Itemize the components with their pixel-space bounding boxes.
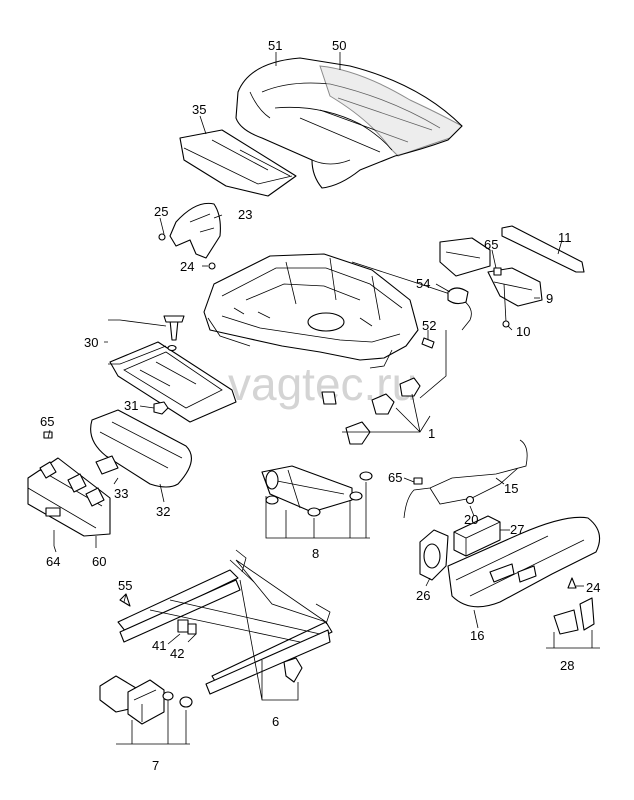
callout-64: 64: [46, 554, 60, 569]
part-screw-20: [465, 495, 475, 505]
part-cushion-pad: [179, 129, 297, 197]
callout-51: 51: [268, 38, 282, 53]
part-knobs-28: [553, 597, 595, 635]
callout-54: 54: [416, 276, 430, 291]
part-control-unit-27: [453, 515, 501, 557]
callout-30: 30: [84, 335, 98, 350]
callout-10: 10: [516, 324, 530, 339]
part-clips-1: [321, 377, 421, 445]
callout-32: 32: [156, 504, 170, 519]
callout-24-top: 24: [180, 259, 194, 274]
part-bracket-8: [261, 465, 373, 517]
callout-52: 52: [422, 318, 436, 333]
part-motor-26: [419, 529, 449, 581]
callout-1: 1: [428, 426, 435, 441]
callout-33: 33: [114, 486, 128, 501]
callout-15: 15: [504, 481, 518, 496]
part-front-trim-32: [90, 409, 192, 488]
part-screw-24b: [567, 577, 577, 589]
leader-lines: [47, 52, 600, 745]
part-clip-33: [95, 455, 119, 475]
part-side-trim: [158, 202, 221, 270]
part-rail-cover-11: [501, 225, 585, 273]
callout-50: 50: [332, 38, 346, 53]
callout-55: 55: [118, 578, 132, 593]
callout-16: 16: [470, 628, 484, 643]
callout-25: 25: [154, 204, 168, 219]
part-side-cover-16: [447, 516, 601, 608]
callout-23: 23: [238, 207, 252, 222]
part-clip-65c: [413, 477, 423, 485]
part-nut-31: [153, 401, 169, 415]
callout-26: 26: [416, 588, 430, 603]
callout-28: 28: [560, 658, 574, 673]
callout-42: 42: [170, 646, 184, 661]
callout-8: 8: [312, 546, 319, 561]
callout-6: 6: [272, 714, 279, 729]
callout-65-mid: 65: [388, 470, 402, 485]
callout-11: 11: [558, 230, 572, 245]
part-seat-rails-6: [117, 549, 333, 695]
part-seat-pan-30: [109, 315, 237, 423]
part-bolt-52: [421, 337, 435, 349]
callout-31: 31: [124, 398, 138, 413]
part-seat-cushion-cover: [235, 57, 463, 189]
part-module-60: [27, 431, 111, 546]
callout-35: 35: [192, 102, 206, 117]
callout-27: 27: [510, 522, 524, 537]
callout-41: 41: [152, 638, 166, 653]
part-right-bracket: [439, 237, 543, 328]
callout-9: 9: [546, 291, 553, 306]
part-seat-motor-7: [99, 675, 193, 736]
callout-65-top: 65: [484, 237, 498, 252]
callout-24-right: 24: [586, 580, 600, 595]
callout-labels: 51 50 35 25 23 24 11 65 54 9 10 52 30 31…: [40, 38, 600, 773]
callout-20: 20: [464, 512, 478, 527]
callout-7: 7: [152, 758, 159, 773]
part-seat-frame: [203, 253, 419, 369]
callout-65-left: 65: [40, 414, 54, 429]
callout-60: 60: [92, 554, 106, 569]
